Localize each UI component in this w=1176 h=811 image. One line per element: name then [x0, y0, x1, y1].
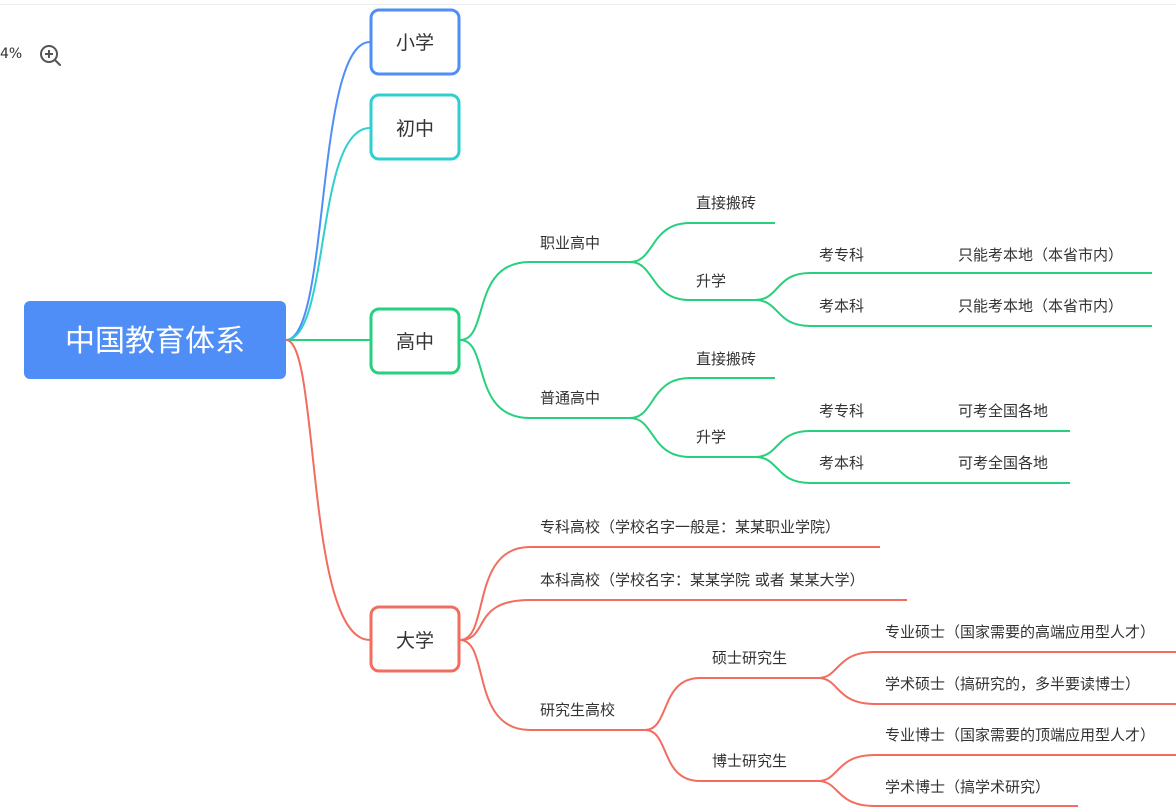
connector-gen-bach	[754, 456, 1070, 484]
connector-master-aca	[817, 677, 1176, 705]
connector-voc-advance	[629, 261, 755, 301]
voc-bach-note[interactable]: 只能考本地（本省市内）	[958, 297, 1123, 315]
primary-label: 小学	[396, 32, 434, 54]
connector-master	[644, 677, 818, 731]
high-label: 高中	[396, 331, 434, 353]
connector-doctor-aca	[817, 780, 1078, 807]
voc-advance-label[interactable]: 升学	[696, 272, 726, 290]
voc-jc-label[interactable]: 考专科	[819, 246, 864, 264]
uni-grad-label[interactable]: 研究生高校	[540, 701, 615, 719]
connector-doctor	[644, 729, 818, 782]
top-divider	[0, 4, 1176, 5]
connector-uni-jc	[459, 546, 880, 641]
connector-gen-jc	[754, 430, 1070, 458]
connector-gen-advance	[629, 417, 755, 458]
connector-voc-jc	[754, 272, 1152, 301]
connector-gen-work	[629, 377, 775, 419]
gen-bach-label[interactable]: 考本科	[819, 454, 864, 472]
uni-jc-label[interactable]: 专科高校（学校名字一般是：某某职业学院）	[540, 518, 840, 536]
connector-doctor-pro	[817, 754, 1176, 782]
uni-undergrad-label[interactable]: 本科高校（学校名字：某某学院 或者 某某大学）	[540, 571, 865, 589]
voc-jc-note[interactable]: 只能考本地（本省市内）	[958, 246, 1123, 264]
root-label: 中国教育体系	[65, 324, 245, 359]
connector-voc-work	[629, 222, 775, 263]
connector-middle	[285, 127, 371, 341]
connector-general	[459, 339, 630, 419]
gen-work-label[interactable]: 直接搬砖	[696, 350, 756, 368]
voc-work-label[interactable]: 直接搬砖	[696, 194, 756, 212]
connector-master-pro	[817, 651, 1176, 679]
gen-jc-note[interactable]: 可考全国各地	[958, 402, 1048, 420]
connector-primary	[285, 41, 371, 341]
connector-uni-undergrad	[459, 599, 907, 641]
middle-label: 初中	[396, 118, 434, 140]
node-middle[interactable]: 初中	[369, 93, 461, 161]
gen-advance-label[interactable]: 升学	[696, 428, 726, 446]
connector-uni-grad	[459, 639, 645, 731]
master-pro-label[interactable]: 专业硕士（国家需要的高端应用型人才）	[885, 623, 1155, 641]
gen-jc-label[interactable]: 考专科	[819, 402, 864, 420]
vocational-label[interactable]: 职业高中	[540, 234, 600, 252]
zoom-level: 4%	[0, 46, 23, 62]
connector-vocational	[459, 261, 630, 341]
connector-voc-bach	[754, 299, 1152, 327]
zoom-in-icon[interactable]	[38, 43, 62, 67]
doctor-pro-label[interactable]: 专业博士（国家需要的顶端应用型人才）	[885, 726, 1155, 744]
doctor-aca-label[interactable]: 学术博士（搞学术研究）	[885, 778, 1050, 796]
connector-university	[285, 339, 371, 641]
university-label: 大学	[396, 630, 434, 652]
gen-bach-note[interactable]: 可考全国各地	[958, 454, 1048, 472]
root-node[interactable]: 中国教育体系	[24, 301, 286, 379]
doctor-label[interactable]: 博士研究生	[712, 752, 787, 770]
node-primary[interactable]: 小学	[369, 8, 461, 76]
master-label[interactable]: 硕士研究生	[712, 649, 787, 667]
node-university[interactable]: 大学	[369, 605, 461, 673]
master-aca-label[interactable]: 学术硕士（搞研究的，多半要读博士）	[885, 675, 1140, 693]
general-label[interactable]: 普通高中	[540, 389, 600, 407]
node-high[interactable]: 高中	[369, 307, 461, 375]
voc-bach-label[interactable]: 考本科	[819, 297, 864, 315]
